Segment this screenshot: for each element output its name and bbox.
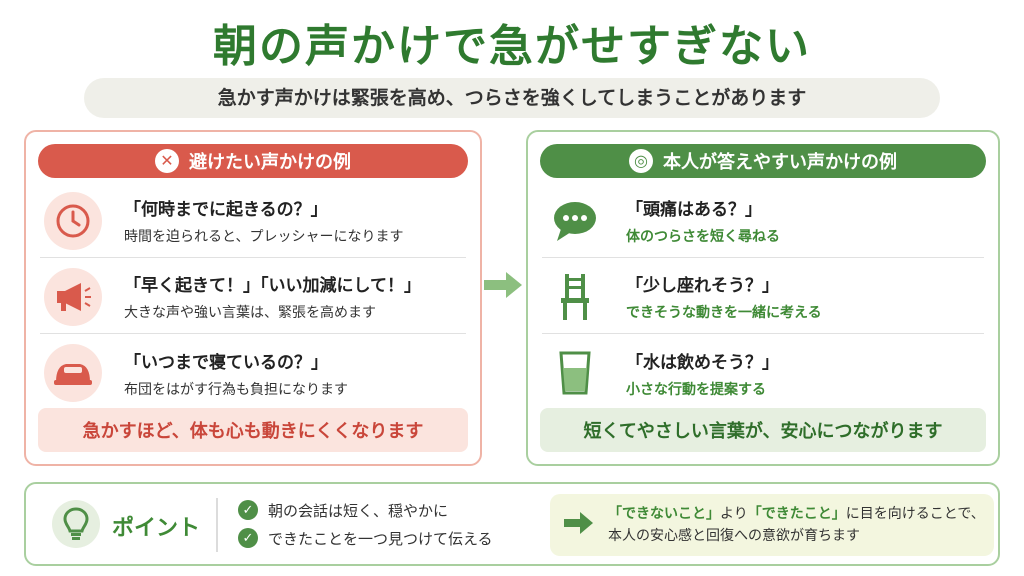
water-glass-icon: [546, 344, 604, 402]
speech-bubble-icon: [546, 191, 604, 250]
message-text: に目を向けることで、: [845, 506, 985, 522]
good-panel-header: ◎ 本人が答えやすい声かけの例: [540, 144, 986, 178]
avoid-desc: 大きな声や強い言葉は、緊張を高めます: [124, 305, 376, 321]
good-quote: 「頭痛はある？」: [626, 200, 762, 220]
check-icon: ✓: [238, 528, 258, 548]
avoid-panel-header: ✕ 避けたい声かけの例: [38, 144, 468, 178]
point-checklist: ✓ 朝の会話は短く、穏やかに ✓ できたことを一つ見つけて伝える: [238, 496, 493, 552]
good-panel-title: 本人が答えやすい声かけの例: [663, 152, 897, 173]
avoid-item: 「いつまで寝ているの？」 布団をはがす行為も負担になります: [40, 336, 466, 410]
avoid-item: 「何時までに起きるの？」 時間を迫られると、プレッシャーになります: [40, 184, 466, 258]
avoid-panel-footer: 急かすほど、体も心も動きにくくなります: [38, 408, 468, 452]
good-item: 「水は飲めそう？」 小さな行動を提案する: [542, 336, 984, 410]
point-message: 「できないこと」より「できたこと」に目を向けることで、 本人の安心感と回復への意…: [550, 494, 994, 556]
good-panel: ◎ 本人が答えやすい声かけの例 「頭痛はある？」 体のつらさを短く尋ねる: [526, 130, 1000, 466]
point-section: ポイント ✓ 朝の会話は短く、穏やかに ✓ できたことを一つ見つけて伝える 「で…: [24, 482, 1000, 566]
message-line-1: 「できないこと」より「できたこと」に目を向けることで、: [608, 503, 985, 525]
avoid-panel: ✕ 避けたい声かけの例 「何時までに起きるの？」 時間を迫られると、プレッシャー…: [24, 130, 482, 466]
good-item: 「頭痛はある？」 体のつらさを短く尋ねる: [542, 184, 984, 258]
message-text: より: [720, 506, 748, 522]
avoid-quote: 「早く起きて！」「いい加減にして！」: [124, 276, 421, 296]
good-desc: 小さな行動を提案する: [626, 381, 766, 398]
page-subtitle: 急かす声かけは緊張を高め、つらさを強くしてしまうことがあります: [84, 78, 940, 118]
check-item: ✓ 朝の会話は短く、穏やかに: [238, 496, 493, 524]
good-panel-footer: 短くてやさしい言葉が、安心につながります: [540, 408, 986, 452]
divider: [216, 498, 218, 552]
blanket-icon: [44, 344, 102, 402]
cross-icon: ✕: [155, 149, 179, 173]
avoid-desc: 布団をはがす行為も負担になります: [124, 381, 348, 398]
avoid-desc: 時間を迫られると、プレッシャーになります: [124, 229, 404, 245]
message-highlight: 「できないこと」: [608, 506, 720, 522]
good-item: 「少し座れそう？」 できそうな動きを一緒に考える: [542, 260, 984, 334]
circle-icon: ◎: [629, 149, 653, 173]
arrow-right-icon: [564, 511, 594, 539]
avoid-quote: 「いつまで寝ているの？」: [124, 352, 328, 373]
point-label: ポイント: [112, 516, 201, 541]
avoid-panel-title: 避けたい声かけの例: [189, 152, 351, 173]
page-title: 朝の声かけで急がせすぎない: [213, 21, 811, 72]
check-item: ✓ できたことを一つ見つけて伝える: [238, 524, 493, 552]
message-highlight: 「できたこと」: [747, 506, 846, 522]
check-text: 朝の会話は短く、穏やかに: [268, 501, 449, 520]
good-quote: 「水は飲めそう？」: [626, 352, 779, 373]
check-icon: ✓: [238, 500, 258, 520]
clock-icon: [44, 191, 102, 250]
avoid-item: 「早く起きて！」「いい加減にして！」 大きな声や強い言葉は、緊張を高めます: [40, 260, 466, 334]
avoid-quote: 「何時までに起きるの？」: [124, 200, 328, 220]
check-text: できたことを一つ見つけて伝える: [268, 529, 493, 548]
lightbulb-icon: [52, 500, 100, 548]
good-desc: できそうな動きを一緒に考える: [626, 305, 822, 321]
chair-icon: [546, 267, 604, 326]
message-line-2: 本人の安心感と回復への意欲が育ちます: [608, 528, 860, 544]
good-desc: 体のつらさを短く尋ねる: [626, 229, 780, 245]
megaphone-icon: [44, 267, 102, 326]
arrow-right-icon: [484, 270, 524, 304]
good-quote: 「少し座れそう？」: [626, 276, 779, 296]
